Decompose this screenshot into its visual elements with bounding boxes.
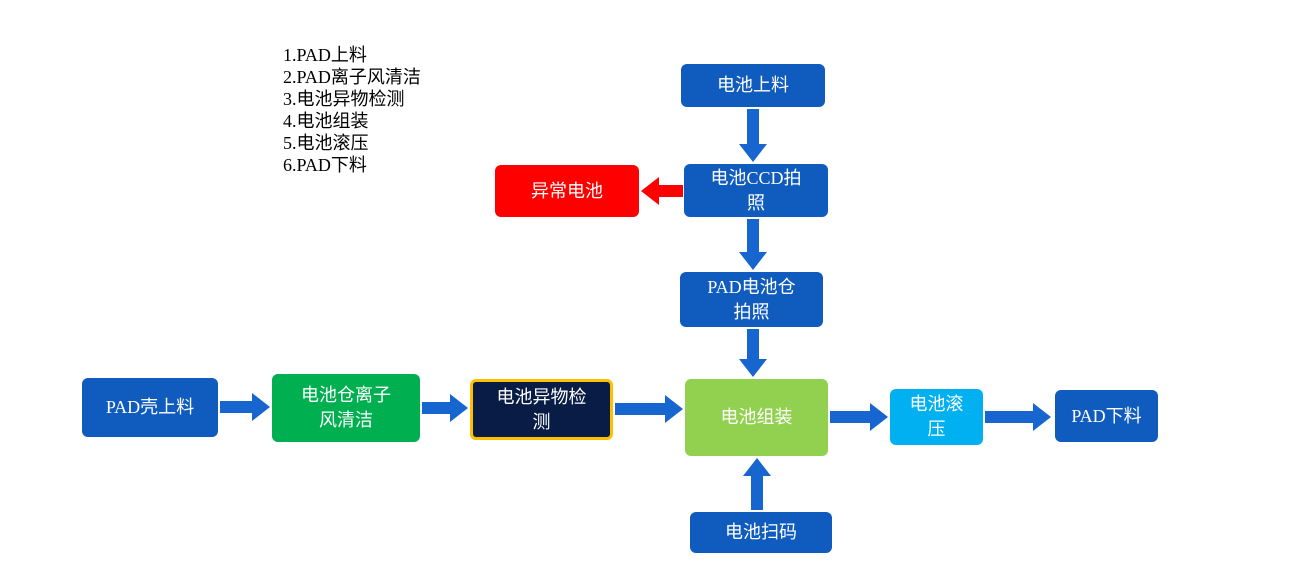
process-step-1: 1.PAD上料	[283, 45, 367, 65]
node-battery-foreign-matter-check: 电池异物检 测	[470, 379, 613, 440]
arrow-assembly-to-rolling	[830, 403, 888, 431]
arrow-rolling-to-unloading	[985, 403, 1051, 431]
node-pad-battery-bay-photo: PAD电池仓 拍照	[680, 272, 823, 327]
process-step-2: 2.PAD离子风清洁	[283, 67, 421, 87]
node-pad-shell-loading: PAD壳上料	[82, 378, 218, 437]
arrow-ccd-to-abnormal	[641, 177, 683, 205]
node-battery-rolling: 电池滚 压	[890, 389, 983, 445]
arrow-ion-clean-to-foreign-check	[422, 394, 468, 422]
arrow-bay-photo-to-assembly	[739, 329, 767, 377]
node-bay-ion-wind-clean: 电池仓离子 风清洁	[272, 374, 420, 442]
arrow-battery-loading-to-ccd	[739, 109, 767, 162]
arrow-scan-to-assembly	[743, 458, 771, 510]
arrow-ccd-to-bay-photo	[739, 219, 767, 270]
node-battery-scan: 电池扫码	[690, 512, 832, 553]
node-battery-loading: 电池上料	[681, 64, 825, 107]
node-battery-assembly: 电池组装	[685, 379, 828, 456]
process-step-5: 5.电池滚压	[283, 133, 369, 153]
arrow-foreign-check-to-assembly	[615, 395, 683, 423]
process-step-4: 4.电池组装	[283, 111, 369, 131]
node-battery-ccd-photo: 电池CCD拍 照	[684, 164, 828, 217]
node-abnormal-battery: 异常电池	[495, 165, 639, 217]
arrow-shell-loading-to-ion-clean	[220, 393, 270, 421]
process-step-list: 1.PAD上料 2.PAD离子风清洁 3.电池异物检测 4.电池组装 5.电池滚…	[283, 44, 421, 176]
process-step-6: 6.PAD下料	[283, 155, 367, 175]
node-pad-unloading: PAD下料	[1055, 390, 1158, 442]
process-step-3: 3.电池异物检测	[283, 89, 405, 109]
